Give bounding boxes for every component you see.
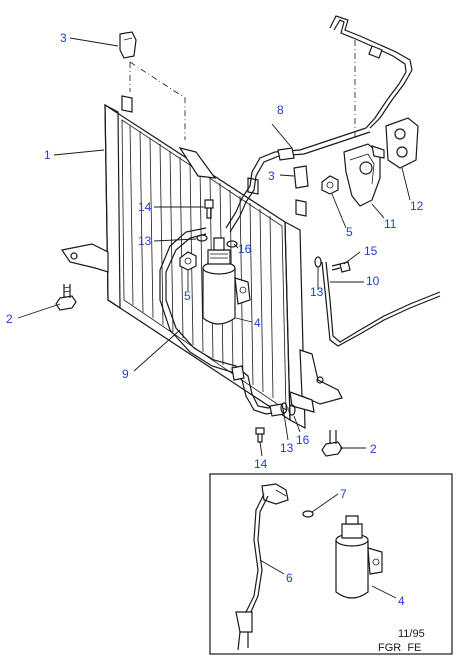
- callout-5-left: 5: [184, 289, 191, 303]
- callout-11: 11: [384, 217, 397, 231]
- callout-2-right: 2: [370, 442, 377, 456]
- callout-16-bottom: 16: [296, 433, 310, 447]
- callout-2-left: 2: [6, 312, 13, 326]
- o-ring-7: [302, 510, 314, 518]
- o-ring-16-top: [226, 240, 238, 248]
- bolt-2-right: [321, 430, 343, 457]
- callout-labels: 3 1 8 3 14 13 16 5 4 2 9 5 11 12 15 13 1…: [6, 31, 424, 608]
- callout-1: 1: [44, 148, 51, 162]
- plate-12: [385, 117, 419, 169]
- footer-date: 11/95: [398, 628, 425, 640]
- o-ring-16-bottom: [288, 404, 296, 416]
- callout-4-inset: 4: [398, 594, 405, 608]
- hose-9: [159, 227, 285, 417]
- o-ring-13-right: [314, 256, 322, 268]
- bolt-15: [331, 261, 351, 273]
- nut-5-right: [321, 175, 339, 195]
- receiver-drier-4: [202, 237, 251, 325]
- callout-3-top: 3: [60, 31, 67, 45]
- callout-4-main: 4: [254, 316, 261, 330]
- inset-frame: [209, 473, 453, 655]
- callout-13-right: 13: [310, 285, 324, 299]
- callout-12: 12: [410, 199, 424, 213]
- callout-13-top: 13: [138, 234, 152, 248]
- leader-lines: [17, 37, 411, 599]
- callout-14-bottom: 14: [254, 457, 268, 471]
- condenser: [61, 95, 343, 430]
- clip-3-right: [293, 165, 309, 189]
- clip-3-top: [119, 31, 137, 59]
- callout-5-right: 5: [346, 225, 353, 239]
- callout-10: 10: [366, 274, 380, 288]
- bolt-14-bottom: [255, 427, 265, 443]
- bolt-2-left: [55, 284, 77, 311]
- callout-15: 15: [364, 244, 378, 258]
- pressure-switch-cable-6: [235, 483, 289, 651]
- o-ring-13-top: [196, 234, 208, 242]
- footer-code: FGR FE: [378, 642, 421, 654]
- callout-13-bottom: 13: [280, 441, 294, 455]
- callout-16-top: 16: [238, 242, 252, 256]
- callout-14-top: 14: [138, 200, 152, 214]
- callout-7: 7: [340, 487, 347, 501]
- o-ring-13-bottom: [280, 402, 288, 414]
- callout-3-right: 3: [268, 169, 275, 183]
- bolt-14-top: [204, 199, 214, 219]
- receiver-drier-4-inset: [335, 515, 383, 599]
- callout-6: 6: [286, 571, 293, 585]
- refrigerant-pipe: [225, 15, 441, 347]
- callout-8: 8: [277, 103, 284, 117]
- callout-9: 9: [122, 367, 129, 381]
- bracket-11: [343, 143, 385, 207]
- nut-5-left: [179, 251, 197, 271]
